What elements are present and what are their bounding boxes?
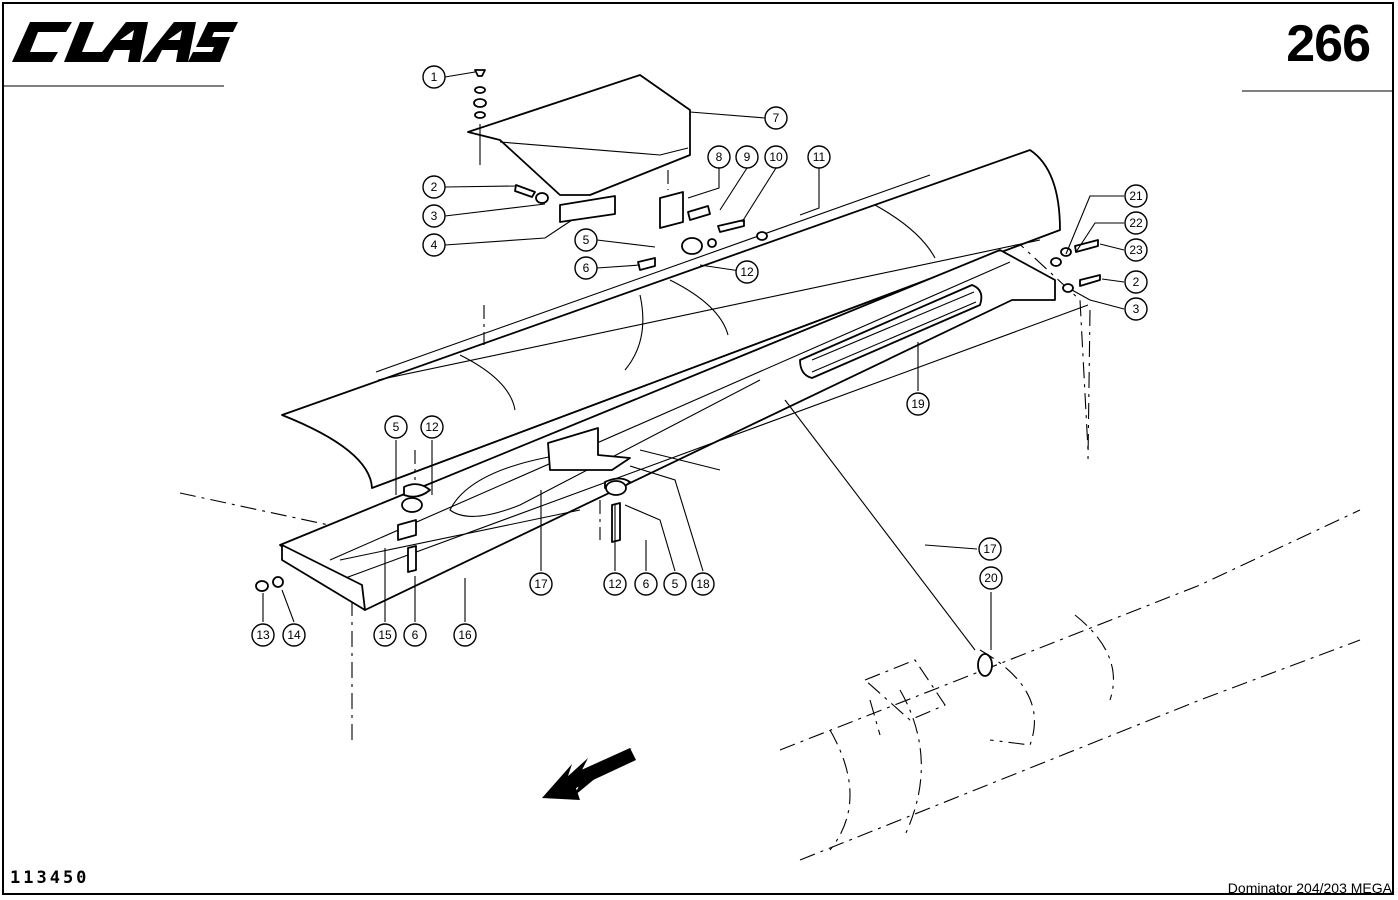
page-number: 266 <box>1286 15 1371 73</box>
svg-text:10: 10 <box>769 150 783 164</box>
svg-text:16: 16 <box>458 628 472 642</box>
svg-text:22: 22 <box>1129 216 1143 230</box>
callout-14: 14 <box>282 623 306 647</box>
claas-logo <box>8 18 240 66</box>
svg-text:19: 19 <box>911 397 925 411</box>
callout-1: 1 <box>422 65 446 89</box>
model-name: Dominator 204/203 MEGA <box>1227 880 1392 896</box>
svg-text:18: 18 <box>696 577 710 591</box>
callout-3-right: 3 <box>1124 297 1148 321</box>
svg-text:14: 14 <box>287 628 301 642</box>
callout-6-middle: 6 <box>634 572 658 596</box>
svg-text:13: 13 <box>256 628 270 642</box>
callout-9: 9 <box>735 145 759 169</box>
callout-15: 15 <box>373 623 397 647</box>
machine-outline-ghost <box>179 236 1361 861</box>
callout-23: 23 <box>1124 238 1148 262</box>
svg-text:21: 21 <box>1129 189 1143 203</box>
svg-text:1: 1 <box>431 70 438 84</box>
svg-text:12: 12 <box>425 420 439 434</box>
callout-17-middle: 17 <box>529 572 553 596</box>
callout-6-upper: 6 <box>574 256 598 280</box>
tension-spring <box>799 284 983 379</box>
callout-8: 8 <box>707 145 731 169</box>
callout-17-right: 17 <box>978 537 1002 561</box>
callout-21: 21 <box>1124 184 1148 208</box>
svg-text:3: 3 <box>1133 302 1140 316</box>
svg-text:2: 2 <box>1133 275 1140 289</box>
long-trough-cover <box>281 149 1061 489</box>
svg-text:6: 6 <box>583 261 590 275</box>
svg-text:17: 17 <box>534 577 548 591</box>
callout-12-upper: 12 <box>735 260 759 284</box>
callout-bubbles: 1 2 3 4 5 6 7 8 9 10 11 12 21 22 23 2 3 … <box>251 65 1148 647</box>
svg-text:4: 4 <box>431 238 438 252</box>
callout-10: 10 <box>764 145 788 169</box>
center-lines <box>414 170 669 540</box>
svg-text:23: 23 <box>1129 243 1143 257</box>
svg-text:6: 6 <box>643 577 650 591</box>
callout-5-left: 5 <box>384 415 408 439</box>
direction-arrow <box>542 748 636 800</box>
drawing-number: 113450 <box>10 868 90 888</box>
svg-text:7: 7 <box>773 111 780 125</box>
callout-20: 20 <box>979 566 1003 590</box>
svg-text:2: 2 <box>431 180 438 194</box>
leader-lines <box>262 71 1125 650</box>
callout-12-middle: 12 <box>603 572 627 596</box>
callout-12-left: 12 <box>420 415 444 439</box>
upper-cover-plate <box>467 74 691 223</box>
svg-text:5: 5 <box>583 233 590 247</box>
svg-text:3: 3 <box>431 209 438 223</box>
callout-4: 4 <box>422 233 446 257</box>
callout-13: 13 <box>251 623 275 647</box>
callout-18: 18 <box>691 572 715 596</box>
callout-7: 7 <box>764 106 788 130</box>
callout-2-right: 2 <box>1124 270 1148 294</box>
callout-19: 19 <box>906 392 930 416</box>
hardware-parts <box>255 69 1101 677</box>
claas-logo-mark <box>12 22 238 62</box>
svg-text:15: 15 <box>378 628 392 642</box>
callout-16: 16 <box>453 623 477 647</box>
svg-text:20: 20 <box>984 571 998 585</box>
callout-3-upper: 3 <box>422 204 446 228</box>
svg-text:9: 9 <box>744 150 751 164</box>
callout-2-upper: 2 <box>422 175 446 199</box>
callout-11: 11 <box>807 145 831 169</box>
svg-text:17: 17 <box>983 542 997 556</box>
svg-text:11: 11 <box>813 150 826 164</box>
svg-text:5: 5 <box>393 420 400 434</box>
svg-text:6: 6 <box>412 628 419 642</box>
cable-rods <box>339 379 976 651</box>
callout-22: 22 <box>1124 211 1148 235</box>
callout-5-upper: 5 <box>574 228 598 252</box>
svg-text:5: 5 <box>672 577 679 591</box>
svg-text:8: 8 <box>716 150 723 164</box>
svg-text:12: 12 <box>740 265 754 279</box>
svg-text:12: 12 <box>608 577 622 591</box>
callout-6-lower: 6 <box>403 623 427 647</box>
callout-5-middle: 5 <box>663 572 687 596</box>
